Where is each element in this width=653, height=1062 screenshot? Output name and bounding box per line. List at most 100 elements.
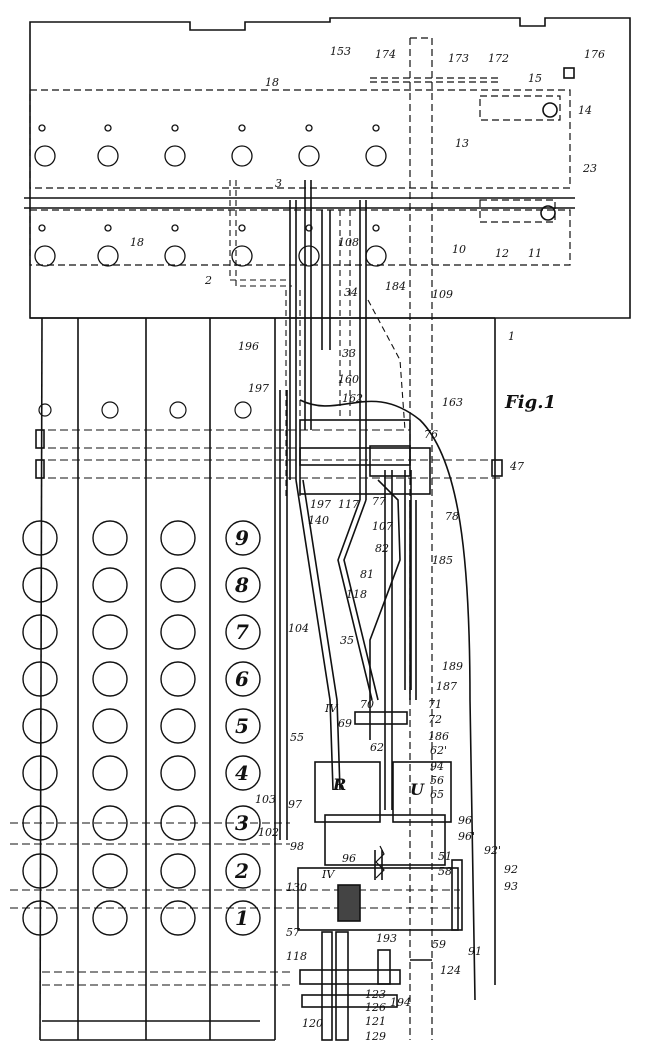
svg-text:123: 123 bbox=[365, 988, 386, 1001]
svg-text:176: 176 bbox=[584, 48, 605, 61]
svg-text:13: 13 bbox=[455, 137, 469, 150]
svg-text:92: 92 bbox=[504, 863, 518, 876]
svg-text:194: 194 bbox=[390, 996, 411, 1009]
svg-text:18: 18 bbox=[265, 76, 279, 89]
svg-text:IV: IV bbox=[321, 868, 335, 881]
svg-text:14: 14 bbox=[578, 104, 592, 117]
key-digit-3: 3 bbox=[235, 811, 249, 835]
upper-slide-frame bbox=[29, 89, 571, 189]
svg-text:IV: IV bbox=[324, 702, 338, 715]
svg-text:109: 109 bbox=[432, 288, 453, 301]
svg-text:186: 186 bbox=[428, 730, 449, 743]
svg-text:172: 172 bbox=[488, 52, 509, 65]
svg-text:91: 91 bbox=[468, 945, 482, 958]
svg-text:93: 93 bbox=[504, 880, 518, 893]
svg-text:193: 193 bbox=[376, 932, 397, 945]
figure-label: Fig.1 bbox=[504, 392, 556, 413]
svg-text:173: 173 bbox=[448, 52, 469, 65]
block-U-label: U bbox=[410, 780, 425, 799]
svg-text:124: 124 bbox=[440, 964, 461, 977]
key-digit-1: 1 bbox=[235, 906, 249, 930]
block-R-label: R bbox=[332, 775, 346, 794]
svg-text:189: 189 bbox=[442, 660, 463, 673]
svg-text:11: 11 bbox=[528, 247, 542, 260]
svg-text:51: 51 bbox=[438, 850, 452, 863]
svg-text:121: 121 bbox=[365, 1015, 386, 1028]
mechanism-linkages bbox=[279, 180, 476, 1001]
svg-text:76: 76 bbox=[424, 428, 438, 441]
svg-text:160: 160 bbox=[338, 373, 359, 386]
svg-text:92': 92' bbox=[484, 844, 501, 857]
key-digit-8: 8 bbox=[234, 573, 249, 597]
svg-text:117: 117 bbox=[338, 498, 359, 511]
key-digit-4: 4 bbox=[235, 761, 249, 785]
svg-text:197: 197 bbox=[248, 382, 269, 395]
key-digits: 9 8 7 6 5 4 3 2 1 bbox=[234, 526, 249, 930]
key-digit-2: 2 bbox=[234, 859, 249, 883]
svg-text:163: 163 bbox=[442, 396, 463, 409]
key-digit-5: 5 bbox=[235, 714, 249, 738]
svg-text:82: 82 bbox=[375, 542, 389, 555]
svg-text:197: 197 bbox=[310, 498, 331, 511]
svg-text:118: 118 bbox=[346, 588, 367, 601]
block-U bbox=[392, 761, 452, 823]
svg-text:35: 35 bbox=[340, 634, 354, 647]
svg-text:23: 23 bbox=[582, 162, 597, 175]
block-R bbox=[314, 761, 381, 823]
pivot-11 bbox=[540, 205, 556, 221]
upper-mechanism-box bbox=[299, 419, 411, 466]
svg-text:96': 96' bbox=[458, 830, 475, 843]
svg-text:62': 62' bbox=[430, 744, 447, 757]
svg-text:97: 97 bbox=[288, 798, 302, 811]
svg-text:33: 33 bbox=[342, 347, 356, 360]
svg-text:103: 103 bbox=[255, 793, 276, 806]
shaft-end-47 bbox=[491, 459, 503, 477]
svg-text:71: 71 bbox=[428, 698, 442, 711]
svg-text:58: 58 bbox=[438, 865, 452, 878]
svg-text:96: 96 bbox=[458, 814, 472, 827]
svg-text:3: 3 bbox=[275, 177, 282, 190]
key-grid bbox=[22, 520, 261, 936]
svg-text:1: 1 bbox=[508, 330, 515, 343]
svg-text:78: 78 bbox=[445, 510, 459, 523]
svg-text:120: 120 bbox=[302, 1017, 323, 1030]
svg-text:174: 174 bbox=[375, 48, 396, 61]
svg-text:81: 81 bbox=[360, 568, 374, 581]
svg-text:107: 107 bbox=[372, 520, 393, 533]
svg-text:102: 102 bbox=[258, 826, 279, 839]
svg-text:55: 55 bbox=[290, 731, 304, 744]
svg-text:72: 72 bbox=[428, 713, 442, 726]
pivot-14 bbox=[542, 102, 558, 118]
hole-row-lower bbox=[34, 224, 387, 267]
keyboard-columns bbox=[39, 317, 496, 1041]
svg-text:94: 94 bbox=[430, 760, 444, 773]
key-digit-6: 6 bbox=[235, 667, 249, 691]
svg-text:184: 184 bbox=[385, 280, 406, 293]
top-plate-outline bbox=[29, 17, 631, 319]
svg-text:12: 12 bbox=[495, 247, 509, 260]
lower-slide-frame bbox=[29, 209, 571, 266]
svg-text:98: 98 bbox=[290, 840, 304, 853]
svg-text:69: 69 bbox=[338, 717, 352, 730]
svg-text:10: 10 bbox=[452, 243, 466, 256]
key-digit-7: 7 bbox=[235, 620, 249, 644]
svg-text:118: 118 bbox=[286, 950, 307, 963]
shaft-end-lower bbox=[35, 459, 45, 479]
svg-text:162: 162 bbox=[342, 392, 363, 405]
svg-text:15: 15 bbox=[528, 72, 542, 85]
svg-text:153: 153 bbox=[330, 45, 351, 58]
svg-text:34: 34 bbox=[344, 286, 358, 299]
shaft-end-upper bbox=[35, 429, 45, 449]
svg-text:57: 57 bbox=[286, 926, 300, 939]
svg-text:185: 185 bbox=[432, 554, 453, 567]
svg-text:187: 187 bbox=[436, 680, 457, 693]
svg-text:65: 65 bbox=[430, 788, 444, 801]
svg-text:62: 62 bbox=[370, 741, 384, 754]
svg-text:59: 59 bbox=[432, 938, 446, 951]
svg-text:108: 108 bbox=[338, 236, 359, 249]
svg-text:140: 140 bbox=[308, 514, 329, 527]
svg-text:126: 126 bbox=[365, 1001, 386, 1014]
hole-row-upper bbox=[34, 124, 387, 167]
reference-labels: 153 174 173 172 176 15 14 13 18 3 23 10 … bbox=[130, 45, 605, 1043]
